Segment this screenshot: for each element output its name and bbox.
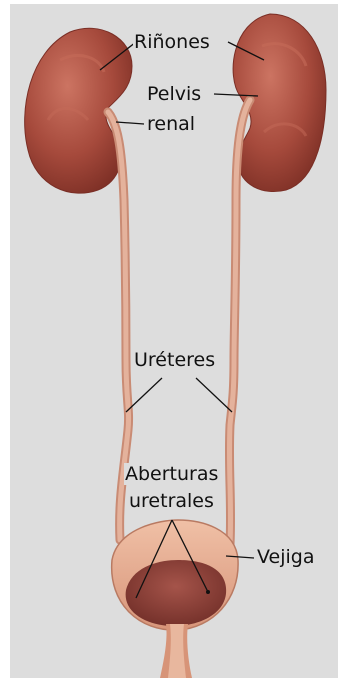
ureteral-opening-marker <box>206 590 210 594</box>
label-pelvis-renal-line1: Pelvis <box>146 83 202 105</box>
label-ureteres: Uréteres <box>133 349 216 371</box>
label-vejiga: Vejiga <box>256 546 315 568</box>
label-aberturas-uretrales-line1: Aberturas <box>124 463 219 485</box>
label-aberturas-uretrales-line2: uretrales <box>128 490 215 512</box>
label-rinones: Riñones <box>133 31 211 53</box>
label-pelvis-renal-line2: renal <box>146 113 196 135</box>
